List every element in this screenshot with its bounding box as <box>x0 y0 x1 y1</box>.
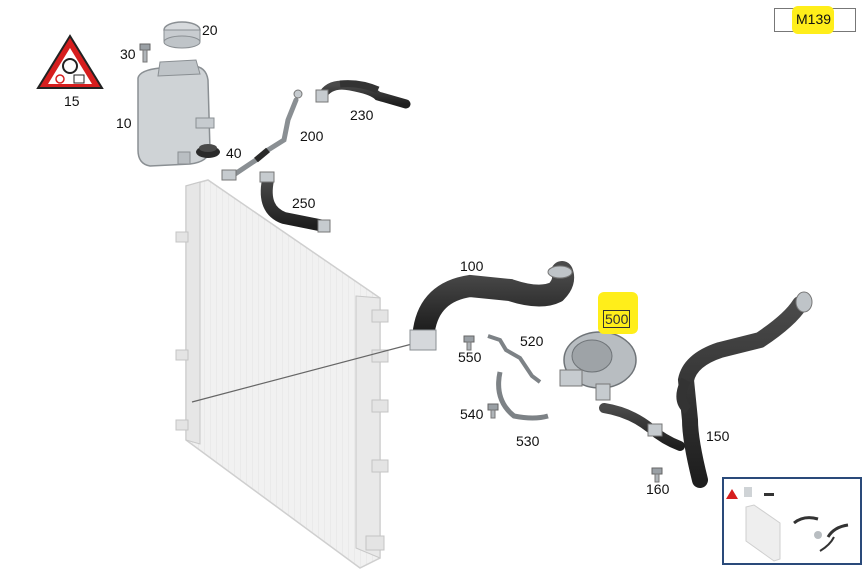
hose-230 <box>315 80 411 109</box>
expansion-tank <box>137 59 215 167</box>
overview-thumbnail[interactable] <box>722 477 862 565</box>
hot-coolant-icon <box>62 58 78 74</box>
label-500: 500 <box>603 310 631 328</box>
warning-sticker <box>36 34 104 89</box>
label-100: 100 <box>460 258 484 274</box>
radiator <box>175 179 413 569</box>
label-15: 15 <box>64 93 80 109</box>
part-500-highlight <box>598 292 638 334</box>
label-10: 10 <box>116 115 132 131</box>
label-160: 160 <box>646 481 670 497</box>
label-30: 30 <box>120 46 136 62</box>
hose-250 <box>259 171 331 233</box>
bolt-30 <box>139 43 151 63</box>
screw-160 <box>651 467 663 483</box>
label-540: 540 <box>460 406 484 422</box>
label-550: 550 <box>458 349 482 365</box>
pump-outlet-hose <box>599 403 685 451</box>
bracket-520 <box>487 334 542 384</box>
coolant-line-200 <box>221 89 303 181</box>
hose-150 <box>676 291 813 488</box>
screw-540 <box>487 403 499 419</box>
label-40: 40 <box>226 145 242 161</box>
diagram-code: M139 <box>796 11 832 27</box>
tank-cap <box>163 21 201 49</box>
diagram-code-highlight <box>792 6 834 34</box>
screw-550 <box>463 335 475 351</box>
thumbnail-preview <box>726 487 849 562</box>
water-pump <box>559 331 637 401</box>
label-150: 150 <box>706 428 730 444</box>
label-530: 530 <box>516 433 540 449</box>
hose-100 <box>409 261 575 351</box>
label-230: 230 <box>350 107 374 123</box>
clamp-530 <box>496 371 549 421</box>
no-open-icon <box>55 74 65 84</box>
label-20: 20 <box>202 22 218 38</box>
manual-book-icon <box>73 74 85 84</box>
label-520: 520 <box>520 333 544 349</box>
label-200: 200 <box>300 128 324 144</box>
rubber-mount <box>196 144 220 158</box>
label-250: 250 <box>292 195 316 211</box>
